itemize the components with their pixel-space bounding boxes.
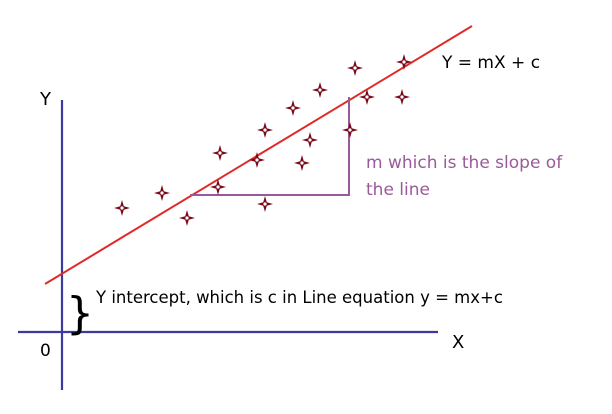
- intercept-brace: }: [66, 288, 94, 339]
- data-point-center: [402, 60, 406, 64]
- data-point-center: [255, 158, 259, 162]
- x-axis-label: X: [452, 332, 464, 353]
- data-point-center: [353, 66, 357, 70]
- data-point-center: [263, 202, 267, 206]
- slope-label-line1: m which is the slope of: [366, 153, 563, 173]
- data-point-center: [291, 106, 295, 110]
- regression-line: [44, 25, 473, 285]
- data-point-center: [120, 206, 124, 210]
- data-point-center: [300, 161, 304, 165]
- origin-label: 0: [40, 341, 51, 361]
- data-point-center: [348, 128, 352, 132]
- data-point-center: [308, 138, 312, 142]
- data-point-center: [400, 95, 404, 99]
- data-point-center: [185, 216, 189, 220]
- data-point-center: [216, 185, 220, 189]
- data-point-center: [218, 151, 222, 155]
- line-equation-label: Y = mX + c: [441, 53, 540, 73]
- slope-label-line2: the line: [366, 180, 430, 200]
- data-point-center: [318, 88, 322, 92]
- data-point-center: [160, 191, 164, 195]
- slope-triangle: [190, 97, 350, 196]
- intercept-label: Y intercept, which is c in Line equation…: [95, 288, 503, 307]
- data-points: [114, 54, 412, 226]
- data-point-center: [263, 128, 267, 132]
- y-axis-label: Y: [39, 89, 52, 110]
- data-point-center: [365, 95, 369, 99]
